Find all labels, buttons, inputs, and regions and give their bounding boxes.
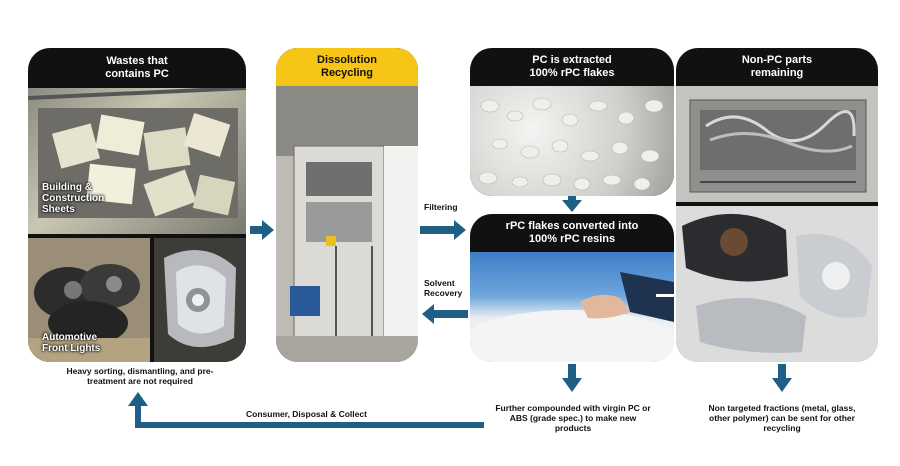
flakes-illustration [478,97,664,191]
arrow-consumer-bottom [138,422,484,428]
sorting-note: Heavy sorting, dismantling, and pre- tre… [66,366,214,386]
arrow-solvent-shaft [432,310,468,318]
solvent-recovery-label: Solvent Recovery [424,278,463,298]
arrow-filtering-head [454,220,466,240]
arrow-wastes-to-dissolution-head [262,220,274,240]
arrow-flakes-down-shaft [568,196,576,202]
arrow-filtering-shaft [420,226,456,234]
wastes-panel: Wastes that contains PC Building & Const… [28,48,246,362]
dissolution-panel: Dissolution Recycling [276,48,418,362]
extracted-title: PC is extracted 100% rPC flakes [529,54,615,79]
nonpc-bin-photo [676,86,878,202]
extracted-panel: PC is extracted 100% rPC flakes [470,48,674,196]
headlights-pile-photo [28,238,150,362]
nonpc-bin-illustration [689,99,867,193]
compounded-note: Further compounded with virgin PC or ABS… [495,403,651,433]
construction-sheets-label: Building & Construction Sheets [42,182,105,215]
arrow-compounded-shaft [568,364,576,380]
wastes-title: Wastes that contains PC [105,55,169,80]
headlight-closeup-photo [154,238,246,362]
nontargeted-note: Non targeted fractions (metal, glass, ot… [708,403,856,433]
arrow-wastes-to-dissolution [250,226,264,234]
arrow-compounded-head [562,378,582,392]
sheets-illustration [28,88,246,218]
headlight-closeup-illustration [154,238,246,362]
headlights-pile-illustration [28,238,150,362]
dissolution-plant-photo [276,86,418,362]
nonpc-headlight-photo [676,206,878,362]
nonpc-panel: Non-PC parts remaining [676,48,878,362]
consumer-label: Consumer, Disposal & Collect [246,409,367,419]
dissolution-plant-illustration [276,86,418,362]
arrow-nontargeted-head [772,378,792,392]
converted-title: rPC flakes converted into 100% rPC resin… [505,220,639,245]
arrow-consumer-head [128,392,148,406]
arrow-nontargeted-shaft [778,364,786,380]
nonpc-headlight-illustration [676,206,878,362]
nonpc-title: Non-PC parts remaining [741,54,813,79]
converted-panel: rPC flakes converted into 100% rPC resin… [470,214,674,362]
arrow-consumer-up [135,404,141,428]
rpc-resins-photo [470,252,674,362]
filtering-label: Filtering [424,202,458,212]
front-lights-label: Automotive Front Lights [42,332,101,354]
arrow-flakes-down-head [562,200,582,212]
construction-sheets-photo [28,88,246,234]
resins-illustration [470,272,674,362]
rpc-flakes-photo [470,86,674,196]
dissolution-title: Dissolution Recycling [276,48,418,86]
arrow-solvent-head [422,304,434,324]
